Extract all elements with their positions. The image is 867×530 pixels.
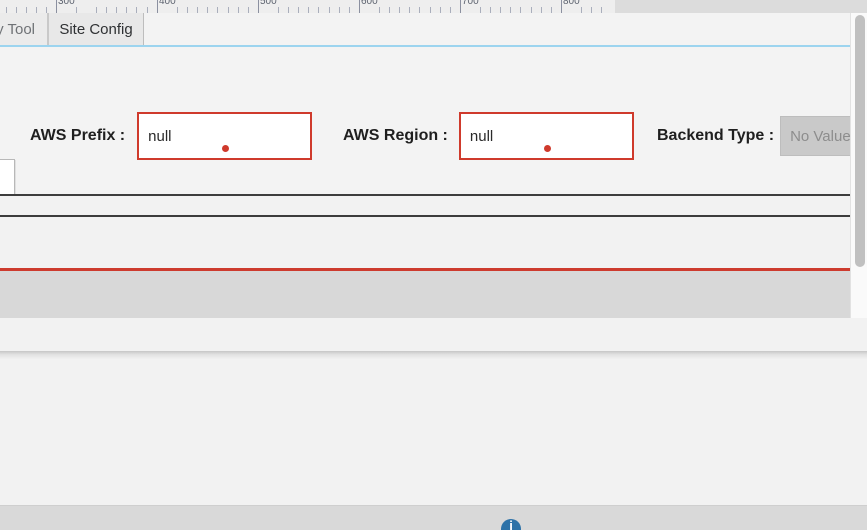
field-label-aws-prefix: AWS Prefix : — [30, 127, 126, 144]
ruler-tick-minor — [46, 7, 47, 13]
ruler-tick-minor — [106, 7, 107, 13]
ruler-label: 800 — [563, 0, 580, 7]
field-label-backend-type: Backend Type : — [657, 127, 775, 144]
tab-site-config[interactable]: Site Config — [48, 13, 144, 45]
field-aws-prefix: AWS Prefix : null — [30, 112, 313, 160]
ruler-tick-minor — [147, 7, 148, 13]
ruler-tick-minor — [96, 7, 97, 13]
spacer-band — [0, 318, 867, 351]
form-panel: AWS Prefix : null AWS Region : null Back… — [0, 47, 867, 207]
search-bar-strip — [0, 271, 867, 318]
content-band — [0, 217, 867, 268]
required-marker-dot — [543, 145, 551, 152]
ruler-tick-minor — [480, 7, 481, 13]
ruler-tick-minor — [248, 7, 249, 13]
ruler-tick-minor — [581, 7, 582, 13]
ruler-tick-minor — [76, 7, 77, 13]
ruler-tick-minor — [389, 7, 390, 13]
ruler-tick-minor — [26, 7, 27, 13]
ruler-tick-minor — [541, 7, 542, 13]
ruler-tick-minor — [591, 7, 592, 13]
ruler-tick-minor — [228, 7, 229, 13]
ruler-label: 300 — [58, 0, 75, 7]
ruler-tick-minor — [500, 7, 501, 13]
ruler-inactive-region — [615, 0, 867, 13]
ruler-tick-minor — [6, 7, 7, 13]
field-label-aws-region: AWS Region : — [343, 127, 448, 144]
ruler-tick-minor — [187, 7, 188, 13]
ruler-tick-minor — [318, 7, 319, 13]
horizontal-ruler: 300 400 500 600 700 800 — [0, 0, 867, 14]
ruler-tick-minor — [197, 7, 198, 13]
field-backend-type: Backend Type : No Value — [657, 112, 867, 160]
vertical-scrollbar[interactable] — [850, 13, 867, 318]
footer-bar — [0, 506, 867, 530]
ruler-tick-minor — [490, 7, 491, 13]
ruler-tick-minor — [399, 7, 400, 13]
main-content-area — [0, 359, 867, 506]
toolbar-band — [0, 196, 867, 215]
ruler-label: 400 — [159, 0, 176, 7]
ruler-tick-minor — [450, 7, 451, 13]
ruler-tick-minor — [288, 7, 289, 13]
ruler-tick-minor — [16, 7, 17, 13]
ruler-tick-minor — [308, 7, 309, 13]
ruler-tick-minor — [440, 7, 441, 13]
ruler-tick-minor — [379, 7, 380, 13]
ruler-tick-major — [56, 0, 57, 13]
tab-query-tool[interactable]: y Tool — [0, 13, 48, 45]
ruler-tick-minor — [531, 7, 532, 13]
ruler-tick-major — [460, 0, 461, 13]
tab-label: y Tool — [0, 20, 35, 38]
ruler-tick-minor — [349, 7, 350, 13]
ruler-tick-minor — [601, 7, 602, 13]
ruler-label: 700 — [462, 0, 479, 7]
ruler-tick-minor — [177, 7, 178, 13]
ruler-label: 500 — [260, 0, 277, 7]
ruler-tick-minor — [298, 7, 299, 13]
ruler-tick-minor — [520, 7, 521, 13]
ruler-tick-minor — [116, 7, 117, 13]
required-marker-dot — [222, 145, 230, 152]
ruler-tick-minor — [409, 7, 410, 13]
ruler-tick-minor — [217, 7, 218, 13]
ruler-tick-minor — [207, 7, 208, 13]
input-value-aws-region: null — [469, 127, 494, 145]
scrollbar-thumb[interactable] — [855, 15, 865, 267]
ruler-tick-minor — [126, 7, 127, 13]
field-aws-region: AWS Region : null — [343, 112, 634, 160]
ruler-tick-minor — [510, 7, 511, 13]
ruler-tick-major — [359, 0, 360, 13]
ruler-tick-minor — [329, 7, 330, 13]
validation-error-rule — [0, 268, 867, 271]
tab-bar: y Tool Site Config — [0, 13, 867, 47]
ruler-tick-minor — [136, 7, 137, 13]
ruler-tick-minor — [278, 7, 279, 13]
info-badge-icon[interactable]: i — [501, 519, 521, 530]
input-aws-region[interactable]: null — [458, 112, 634, 160]
ruler-tick-minor — [36, 7, 37, 13]
ruler-tick-minor — [339, 7, 340, 13]
ruler-label: 600 — [361, 0, 378, 7]
panel-shadow-edge — [0, 351, 867, 359]
ruler-tick-minor — [419, 7, 420, 13]
ruler-tick-major — [561, 0, 562, 13]
tab-label: Site Config — [59, 20, 133, 38]
form-row: AWS Prefix : null AWS Region : null Back… — [0, 112, 867, 160]
input-placeholder-backend-type: No Value — [790, 127, 851, 145]
tab-bar-empty-area — [144, 13, 867, 45]
ruler-tick-major — [258, 0, 259, 13]
info-badge-label: i — [509, 519, 513, 530]
ruler-tick-major — [157, 0, 158, 13]
section-divider-upper — [0, 194, 867, 196]
ruler-tick-minor — [430, 7, 431, 13]
ruler-tick-minor — [551, 7, 552, 13]
input-aws-prefix[interactable]: null — [137, 112, 313, 160]
ruler-tick-minor — [238, 7, 239, 13]
input-value-aws-prefix: null — [148, 127, 172, 145]
section-divider-lower — [0, 215, 867, 217]
